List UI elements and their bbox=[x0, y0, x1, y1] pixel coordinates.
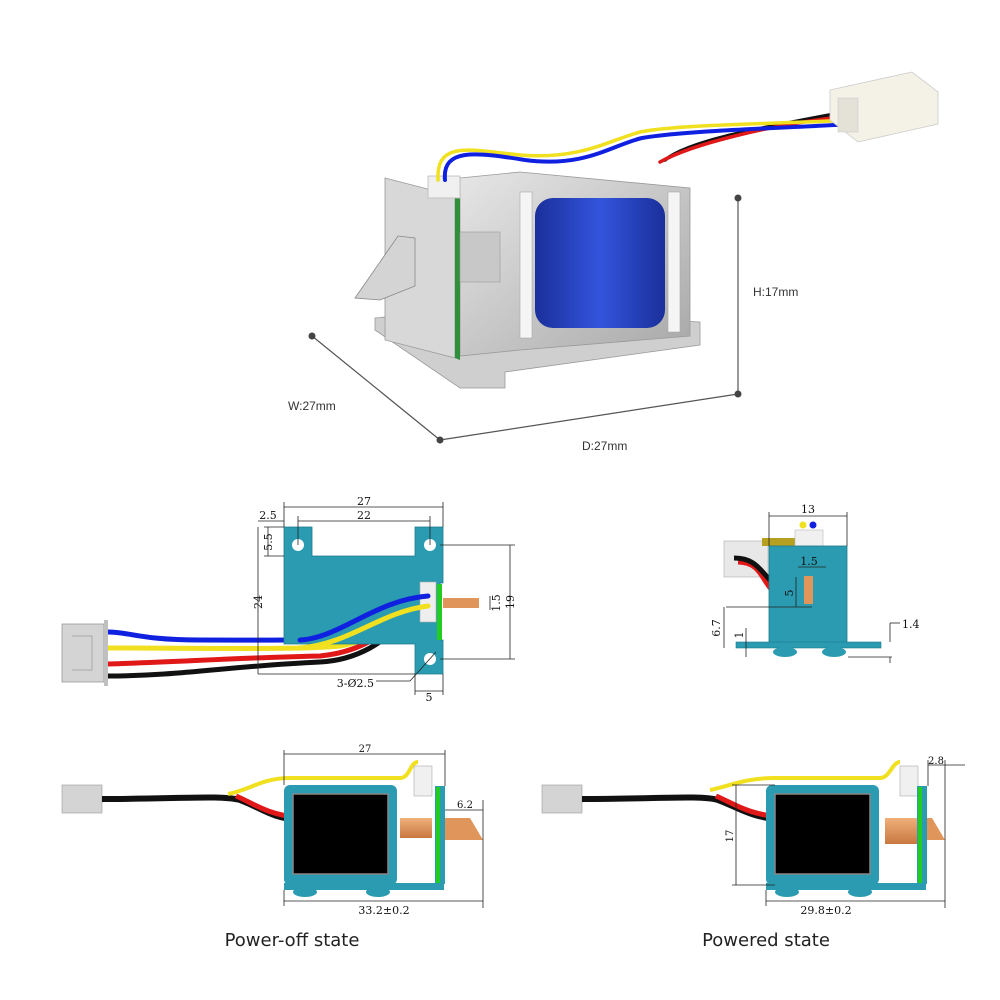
dim-plunger-height: 5 bbox=[783, 590, 796, 597]
dim-overall-width: 27 bbox=[357, 495, 371, 508]
top-view: 27 22 2.5 5.5 24 19 1.5 3-Ø2.5 5 bbox=[61, 495, 517, 704]
powered-latch bbox=[927, 818, 945, 840]
dim-on-height: 17 bbox=[725, 830, 736, 843]
top-view-connector bbox=[61, 620, 108, 686]
power-off-view: 27 6.2 33.2±0.2 Power-off state bbox=[61, 744, 484, 951]
height-label: H:17mm bbox=[753, 285, 798, 299]
dim-hole-spacing: 22 bbox=[357, 509, 371, 522]
dim-hole-offset: 2.5 bbox=[259, 509, 277, 522]
powered-coil bbox=[774, 793, 871, 875]
dim-off-extension: 6.2 bbox=[457, 800, 473, 811]
iso-end-connector bbox=[829, 71, 939, 143]
dim-plunger-offset: 6.7 bbox=[710, 619, 723, 637]
dim-hole-edge: 5.5 bbox=[262, 533, 275, 551]
top-view-plunger bbox=[443, 598, 479, 608]
power-off-latch bbox=[445, 818, 483, 840]
iso-pcb bbox=[455, 196, 460, 360]
dim-plunger-width: 1.5 bbox=[490, 594, 503, 612]
powered-plunger bbox=[885, 818, 917, 844]
dim-base-thickness: 1 bbox=[733, 632, 746, 639]
iso-latch bbox=[354, 235, 416, 301]
power-off-spring bbox=[400, 818, 432, 838]
dim-holes: 3-Ø2.5 bbox=[337, 677, 374, 690]
dim-hole-vertical: 19 bbox=[504, 595, 517, 609]
dim-side-plunger-width: 1.5 bbox=[800, 555, 818, 568]
powered-caption: Powered state bbox=[702, 930, 830, 951]
dim-foot-height: 1.4 bbox=[902, 618, 920, 631]
iso-view: H:17mm W:27mm D:27mm bbox=[288, 71, 939, 453]
iso-wires bbox=[436, 110, 854, 182]
powered-view: 2.8 17 29.8±0.2 Powered state bbox=[541, 756, 965, 951]
width-label: W:27mm bbox=[288, 399, 336, 413]
dim-body-length: 27 bbox=[359, 744, 372, 755]
dim-body-width: 13 bbox=[801, 503, 815, 516]
dim-on-total-length: 29.8±0.2 bbox=[800, 904, 851, 917]
iso-coil bbox=[535, 198, 665, 328]
power-off-caption: Power-off state bbox=[225, 930, 360, 951]
dim-overall-height: 24 bbox=[252, 595, 265, 609]
iso-dimension-lines bbox=[308, 194, 742, 444]
dim-off-total-length: 33.2±0.2 bbox=[358, 904, 409, 917]
side-view: 13 1.5 5 6.7 1 1.4 bbox=[710, 503, 920, 663]
dim-on-extension: 2.8 bbox=[928, 756, 944, 767]
power-off-coil bbox=[292, 793, 389, 875]
depth-label: D:27mm bbox=[582, 439, 627, 453]
side-view-plunger bbox=[804, 576, 813, 604]
dim-tab-width: 5 bbox=[426, 691, 433, 704]
